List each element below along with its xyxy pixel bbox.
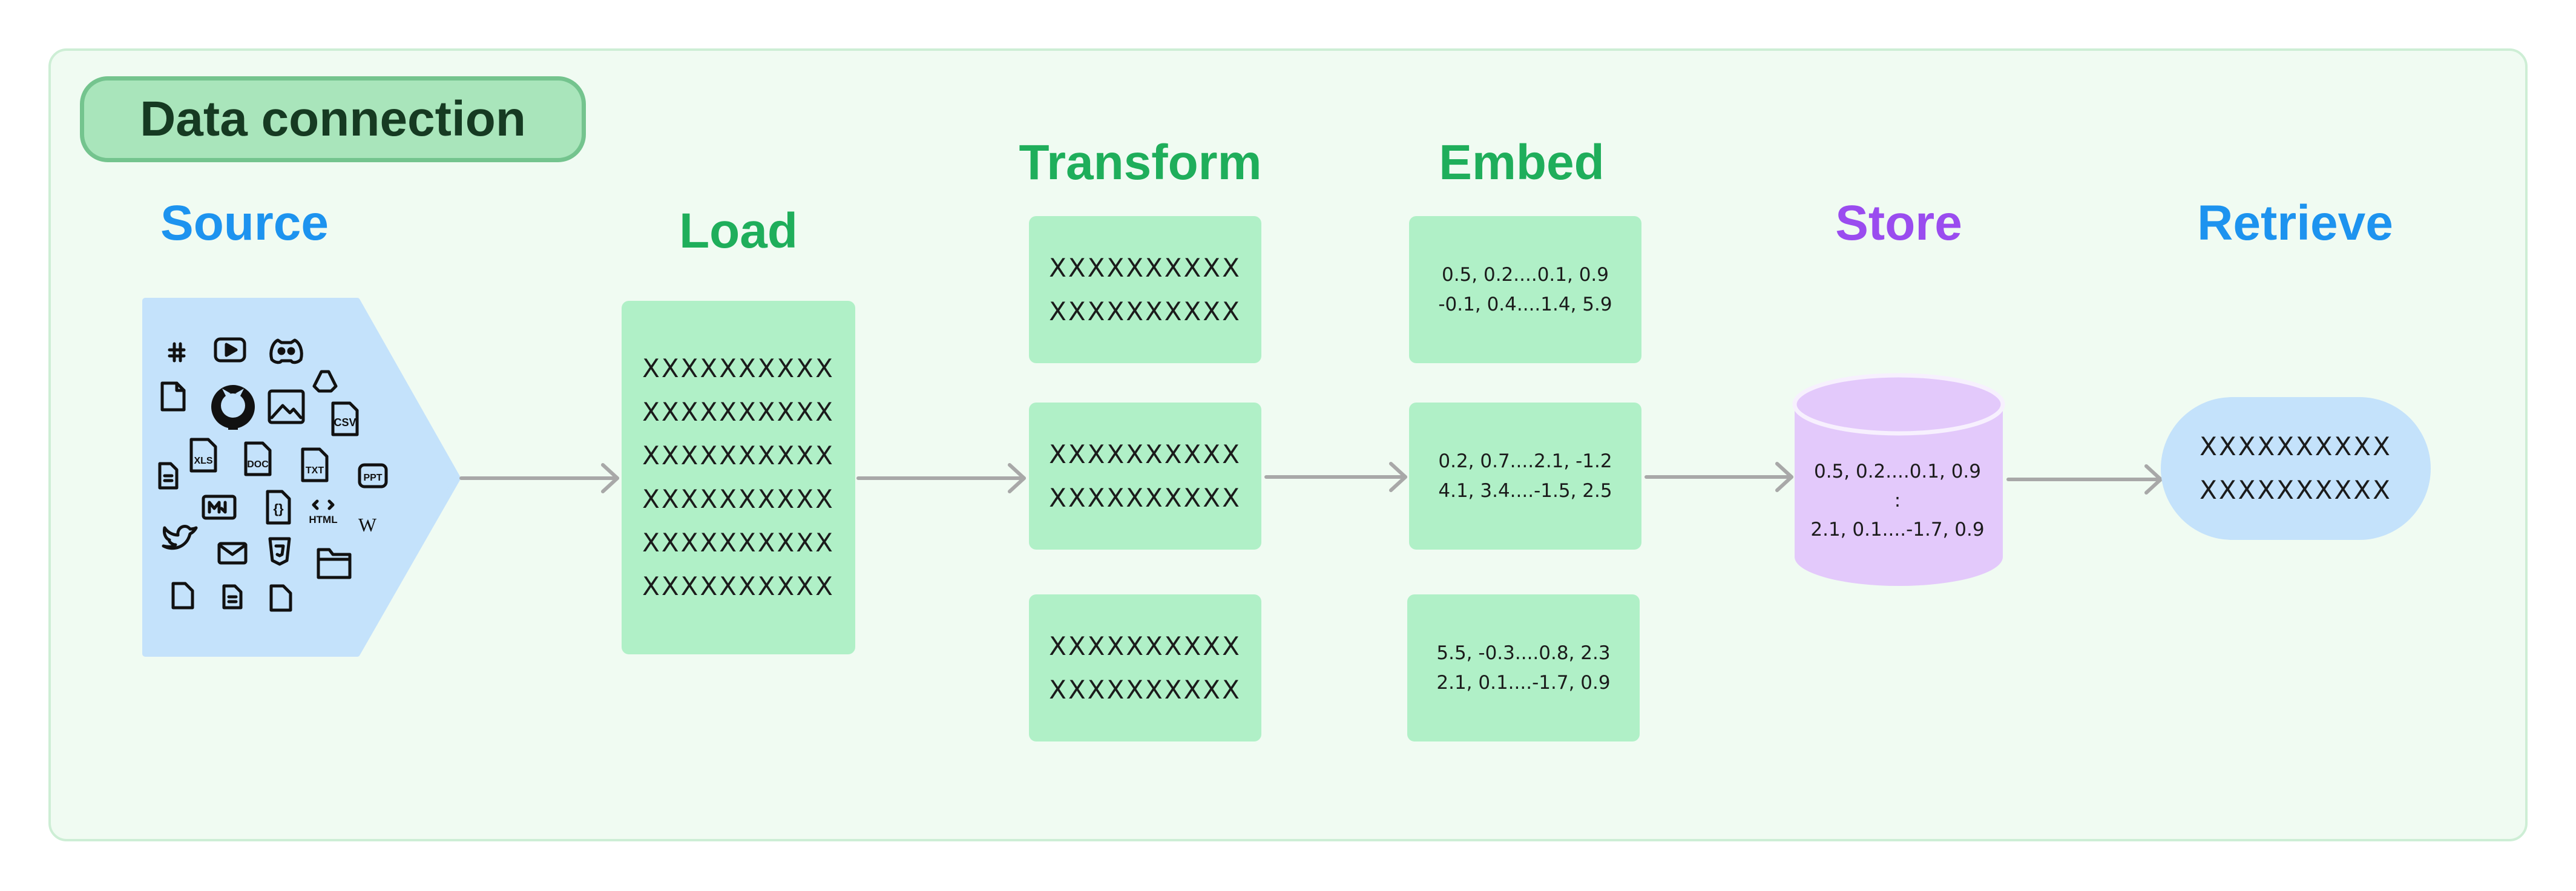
chunk-line: XXXXXXXXXX — [1049, 631, 1241, 661]
twitter-icon — [162, 525, 198, 550]
load-line: XXXXXXXXXX — [642, 441, 835, 470]
wikipedia-icon: W — [358, 514, 377, 536]
stage-heading-retrieve: Retrieve — [2197, 196, 2393, 251]
vector-line: 0.5, 0.2....0.1, 0.9 — [1441, 263, 1609, 286]
doc-icon: DOC — [244, 441, 272, 476]
retrieve-line: XXXXXXXXXX — [2200, 475, 2392, 505]
slack-icon — [168, 342, 186, 363]
discord-icon — [269, 338, 303, 364]
embed-vector-1: 0.5, 0.2....0.1, 0.9 -0.1, 0.4....1.4, 5… — [1409, 216, 1641, 363]
file-icon-2 — [171, 582, 194, 610]
vector-line: 5.5, -0.3....0.8, 2.3 — [1436, 642, 1611, 664]
chunk-line: XXXXXXXXXX — [1049, 439, 1241, 469]
load-line: XXXXXXXXXX — [642, 571, 835, 601]
retrieve-line: XXXXXXXXXX — [2200, 432, 2392, 461]
document-icon-2 — [222, 584, 243, 610]
chunk-line: XXXXXXXXXX — [1049, 252, 1241, 283]
document-icon — [158, 462, 179, 490]
svg-text:{}: {} — [273, 501, 284, 516]
svg-text:DOC: DOC — [247, 459, 269, 470]
chunk-line: XXXXXXXXXX — [1049, 296, 1241, 326]
google-drive-icon — [312, 370, 338, 393]
retrieve-box: XXXXXXXXXX XXXXXXXXXX — [2161, 397, 2431, 540]
txt-icon: TXT — [301, 447, 329, 482]
vector-line: 2.1, 0.1....-1.7, 0.9 — [1436, 671, 1611, 694]
store-line: : — [1894, 490, 1901, 511]
css-icon — [268, 537, 291, 566]
chunk-line: XXXXXXXXXX — [1049, 482, 1241, 513]
load-line: XXXXXXXXXX — [642, 397, 835, 427]
xls-icon: XLS — [189, 438, 217, 473]
load-box: XXXXXXXXXX XXXXXXXXXX XXXXXXXXXX XXXXXXX… — [622, 301, 855, 654]
stage-heading-transform: Transform — [1019, 135, 1262, 190]
json-icon: {} — [266, 490, 291, 525]
svg-text:HTML: HTML — [309, 514, 337, 525]
chunk-line: XXXXXXXXXX — [1049, 674, 1241, 705]
stage-heading-embed: Embed — [1439, 135, 1605, 190]
diagram-title: Data connection — [80, 76, 586, 162]
markdown-icon — [202, 495, 237, 520]
vector-line: -0.1, 0.4....1.4, 5.9 — [1438, 293, 1612, 315]
svg-text:XLS: XLS — [194, 456, 212, 466]
html-icon: HTML — [309, 499, 338, 525]
source-icons: CSV XLS DOC TXT PPT — [158, 337, 388, 612]
ppt-icon: PPT — [358, 463, 388, 488]
embed-vector-3: 5.5, -0.3....0.8, 2.3 2.1, 0.1....-1.7, … — [1407, 594, 1640, 741]
transform-chunk-2: XXXXXXXXXX XXXXXXXXXX — [1029, 403, 1261, 550]
github-icon — [211, 385, 255, 430]
svg-text:PPT: PPT — [363, 473, 382, 483]
stage-heading-store: Store — [1835, 196, 1962, 251]
stage-heading-source: Source — [160, 196, 329, 251]
store-cylinder — [1792, 373, 2005, 586]
vector-line: 4.1, 3.4....-1.5, 2.5 — [1438, 479, 1612, 502]
vector-line: 0.2, 0.7....2.1, -1.2 — [1438, 450, 1612, 472]
stage-heading-load: Load — [679, 203, 798, 258]
embed-vector-2: 0.2, 0.7....2.1, -1.2 4.1, 3.4....-1.5, … — [1409, 403, 1641, 550]
file-icon — [160, 381, 186, 412]
store-line: 0.5, 0.2....0.1, 0.9 — [1813, 461, 1982, 482]
load-line: XXXXXXXXXX — [642, 353, 835, 383]
transform-chunk-3: XXXXXXXXXX XXXXXXXXXX — [1029, 594, 1261, 741]
youtube-icon — [214, 337, 246, 363]
folder-icon — [317, 548, 352, 579]
store-vectors: 0.5, 0.2....0.1, 0.9 : 2.1, 0.1....-1.7,… — [1792, 457, 2003, 544]
csv-icon: CSV — [331, 401, 359, 436]
store-line: 2.1, 0.1....-1.7, 0.9 — [1810, 519, 1985, 541]
svg-text:CSV: CSV — [334, 416, 356, 429]
data-connection-panel — [48, 48, 2528, 841]
svg-text:TXT: TXT — [306, 465, 324, 476]
load-line: XXXXXXXXXX — [642, 528, 835, 557]
svg-text:W: W — [358, 514, 377, 536]
email-icon — [217, 542, 248, 565]
file-icon-3 — [269, 584, 292, 612]
load-line: XXXXXXXXXX — [642, 484, 835, 514]
image-icon — [268, 389, 305, 424]
transform-chunk-1: XXXXXXXXXX XXXXXXXXXX — [1029, 216, 1261, 363]
